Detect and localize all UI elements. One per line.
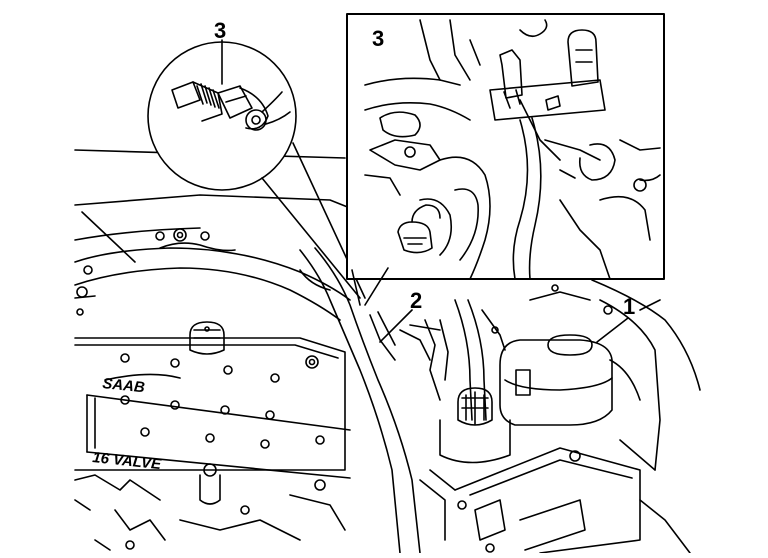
callout-label-2: 2 bbox=[410, 288, 422, 313]
circle-callout-label: 3 bbox=[214, 18, 226, 43]
sensor-magnifier bbox=[147, 39, 366, 299]
temperature-sensor-icon bbox=[171, 81, 291, 131]
callout-leader-left bbox=[81, 211, 136, 263]
inset-sensor-icon bbox=[397, 204, 441, 254]
inset-callout-label: 3 bbox=[372, 26, 384, 51]
callout-leader-1 bbox=[596, 317, 629, 343]
inset-detail bbox=[346, 13, 665, 280]
inset-leader-lines bbox=[351, 267, 389, 306]
callout-leader-2 bbox=[379, 309, 413, 343]
callout-label-1: 1 bbox=[623, 294, 635, 319]
saab-emboss-text: SAAB bbox=[102, 375, 146, 396]
engine-bay bbox=[74, 149, 701, 554]
